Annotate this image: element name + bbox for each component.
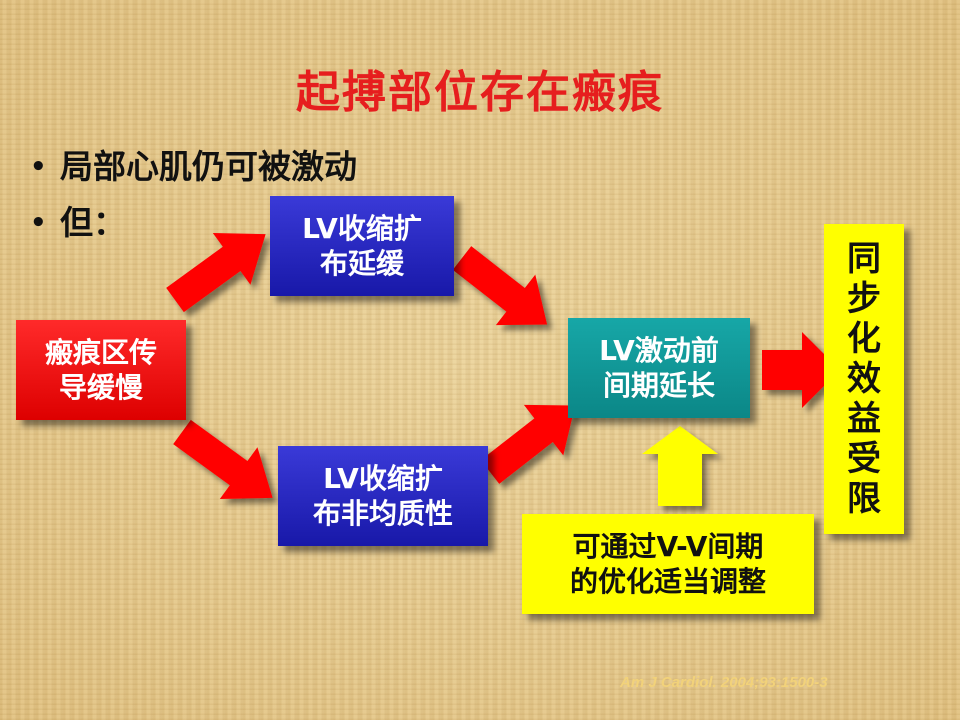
- bullet-item-2: • 但：: [30, 196, 126, 244]
- arrow-up-yellow-icon: [642, 426, 718, 506]
- bullet-text-2: 但：: [60, 203, 126, 242]
- arrow-down-right-icon: [173, 419, 273, 500]
- bullet-text-1: 局部心肌仍可被激动: [60, 147, 357, 186]
- lv-contraction-delay-box: LV收缩扩 布延缓: [270, 196, 454, 296]
- lv-contraction-heterogeneity-box: LV收缩扩 布非均质性: [278, 446, 488, 546]
- bullet-item-1: • 局部心肌仍可被激动: [30, 140, 357, 188]
- arrow-up-right-icon: [166, 232, 266, 313]
- citation-text: Am J Cardiol. 2004;93:1500-3: [620, 674, 828, 691]
- slide-title: 起搏部位存在瘢痕: [296, 67, 664, 118]
- arrow-to-lv-pre-top-icon: [452, 246, 548, 326]
- synchronization-benefit-limited-box: 同 步 化 效 益 受 限: [824, 224, 904, 534]
- scar-slow-conduction-box: 瘢痕区传 导缓慢: [16, 320, 186, 420]
- lv-preactivation-interval-box: LV激动前 间期延长: [568, 318, 750, 418]
- vv-interval-optimization-box: 可通过V-V间期 的优化适当调整: [522, 514, 814, 614]
- arrow-to-lv-pre-bottom-icon: [480, 404, 576, 484]
- bullet-dot-icon: •: [30, 208, 47, 238]
- arrow-right-icon: [762, 332, 840, 408]
- bullet-dot-icon: •: [30, 152, 47, 182]
